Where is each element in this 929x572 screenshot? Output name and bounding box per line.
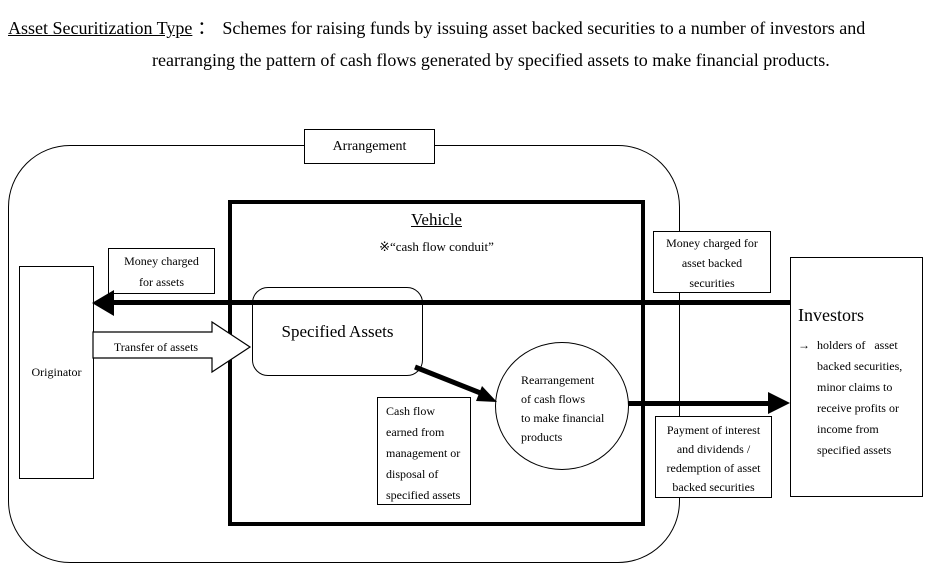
- payment-line: Payment of interest: [666, 423, 761, 437]
- title-term: Asset Securitization Type: [8, 18, 193, 38]
- specified-assets-label: Specified Assets: [281, 321, 394, 341]
- right-arrow-glyph: →: [798, 338, 810, 352]
- cash-flow-line: earned from: [386, 425, 445, 439]
- vehicle-title: Vehicle: [411, 210, 462, 229]
- rearrangement-line: to make financial: [521, 411, 605, 425]
- investors-desc-line: backed securities,: [817, 359, 903, 373]
- money-charged-for-assets-box: Money charged for assets: [108, 248, 215, 294]
- money-flow-arrow-shaft: [110, 300, 790, 305]
- cash-flow-line: disposal of: [386, 467, 439, 481]
- cash-flow-earned-box: Cash flow earned from management or disp…: [377, 397, 471, 505]
- title-definition-text: Schemes for raising funds by issuing ass…: [222, 18, 866, 38]
- investors-desc-line: receive profits or: [817, 401, 899, 415]
- payment-box: Payment of interest and dividends / rede…: [655, 416, 772, 498]
- rearrangement-line: of cash flows: [521, 392, 585, 406]
- page-title-line2: rearranging the pattern of cash flows ge…: [152, 50, 830, 70]
- rearrangement-line: products: [521, 430, 563, 444]
- investors-title: Investors: [798, 305, 864, 325]
- arrangement-label: Arrangement: [332, 138, 407, 154]
- investors-desc-line: holders of asset: [817, 338, 898, 352]
- transfer-of-assets-label: Transfer of assets: [113, 340, 199, 354]
- cash-flow-line: specified assets: [386, 488, 461, 502]
- payment-flow-arrow-shaft: [628, 401, 770, 406]
- originator-box: Originator: [19, 266, 94, 479]
- cash-flow-line: management or: [386, 446, 461, 460]
- money-assets-line: Money charged: [124, 254, 199, 268]
- originator-label: Originator: [31, 365, 82, 379]
- transfer-of-assets-block-arrow: [92, 320, 252, 374]
- payment-line: backed securities: [672, 480, 755, 494]
- money-charged-for-securities-box: Money charged for asset backed securitie…: [653, 231, 771, 293]
- investors-box: Investors → holders of asset backed secu…: [790, 257, 923, 497]
- money-securities-line: securities: [689, 276, 735, 290]
- rearrangement-circle: Rearrangement of cash flows to make fina…: [495, 342, 629, 470]
- title-separator: ：: [197, 18, 216, 38]
- investors-desc-line: minor claims to: [817, 380, 893, 394]
- investors-description: → holders of asset backed securities, mi…: [798, 335, 922, 461]
- money-assets-line: for assets: [139, 275, 184, 289]
- investors-description-lines: holders of asset backed securities, mino…: [817, 335, 922, 461]
- money-securities-line: asset backed: [681, 256, 743, 270]
- payment-line: and dividends /: [676, 442, 751, 456]
- vehicle-subtitle: ※“cash flow conduit”: [379, 239, 494, 254]
- page-title-line1: Asset Securitization Type： Schemes for ra…: [8, 14, 865, 40]
- payment-line: redemption of asset: [666, 461, 761, 475]
- cash-flow-diagonal-arrow-icon: [414, 364, 497, 402]
- investors-desc-line: specified assets: [817, 443, 892, 457]
- payment-flow-arrowhead-right-icon: [768, 392, 790, 414]
- rearrangement-line: Rearrangement: [521, 373, 595, 387]
- cash-flow-line: Cash flow: [386, 404, 435, 418]
- investors-desc-line: income from: [817, 422, 879, 436]
- money-securities-line: Money charged for: [666, 236, 758, 250]
- arrangement-box: Arrangement: [304, 129, 435, 164]
- money-flow-arrowhead-left-icon: [92, 290, 114, 316]
